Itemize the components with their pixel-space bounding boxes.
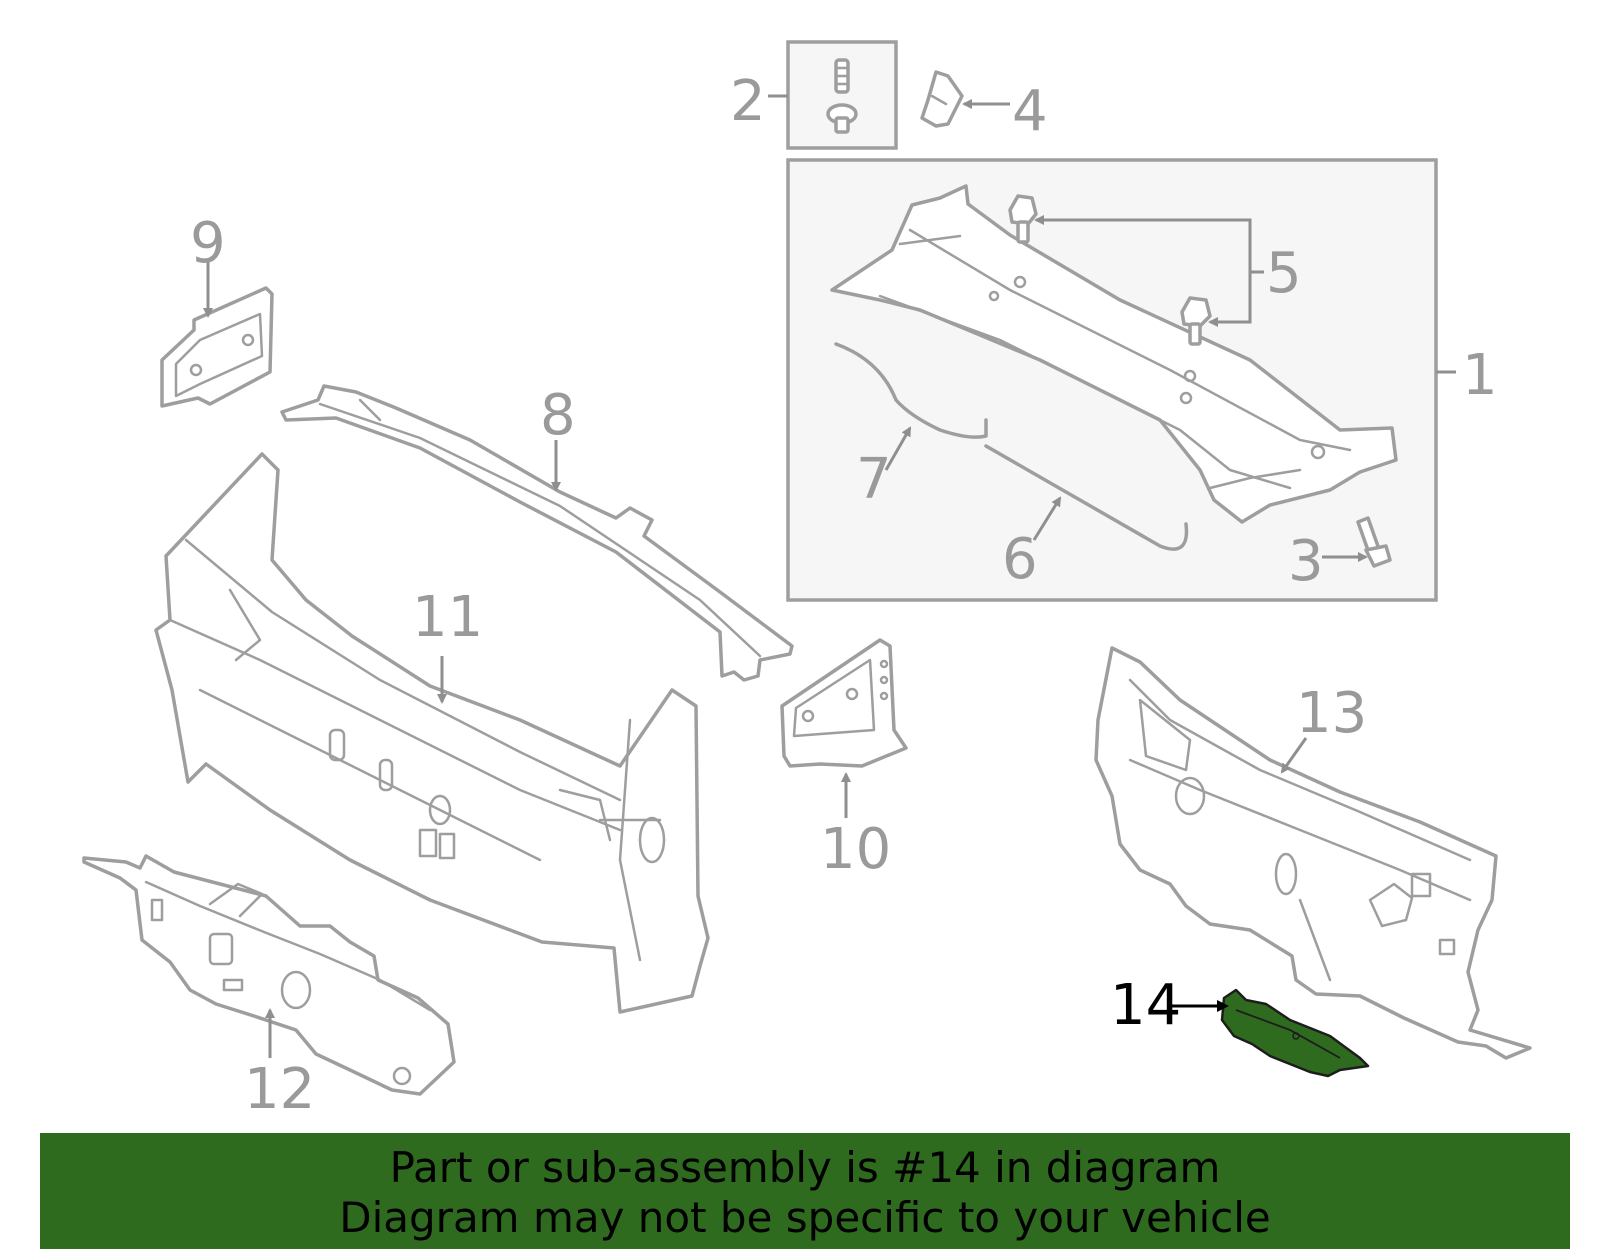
callout-11: 11 [412,585,483,650]
callout-14: 14 [1110,973,1181,1038]
callout-4: 4 [1012,79,1048,144]
callout-8: 8 [540,383,576,448]
callout-9: 9 [190,211,226,276]
callout-7: 7 [856,447,892,512]
callout-6: 6 [1002,527,1038,592]
part-13-insulator [1094,646,1532,1060]
part-9-bracket [160,286,274,408]
part-8-crossmember [280,384,794,682]
callout-2: 2 [730,69,766,134]
part-2-bolt [826,58,858,134]
part-1-cowl-panel [830,184,1398,524]
callout-5: 5 [1266,241,1302,306]
part-10-bracket [780,638,908,768]
callout-3: 3 [1288,529,1324,594]
info-banner: Part or sub-assembly is #14 in diagram D… [40,1133,1570,1249]
callout-1: 1 [1462,343,1498,408]
part-11-dash-panel [154,452,710,1014]
part-6-seal [984,444,1189,551]
banner-line-disclaimer: Diagram may not be specific to your vehi… [339,1193,1271,1242]
part-12-insulator [82,854,456,1096]
callout-13: 13 [1296,681,1367,746]
part-3-bolt [1356,516,1392,568]
part-7-hose [834,342,988,439]
callout-12: 12 [244,1057,315,1122]
banner-line-part-number: Part or sub-assembly is #14 in diagram [389,1143,1221,1192]
part-4-clip [920,70,964,128]
part-5-pin-upper [1008,194,1038,244]
callout-10: 10 [820,817,891,882]
part-5-pin-lower [1180,296,1212,346]
part-14-reinforcement [1220,988,1370,1078]
